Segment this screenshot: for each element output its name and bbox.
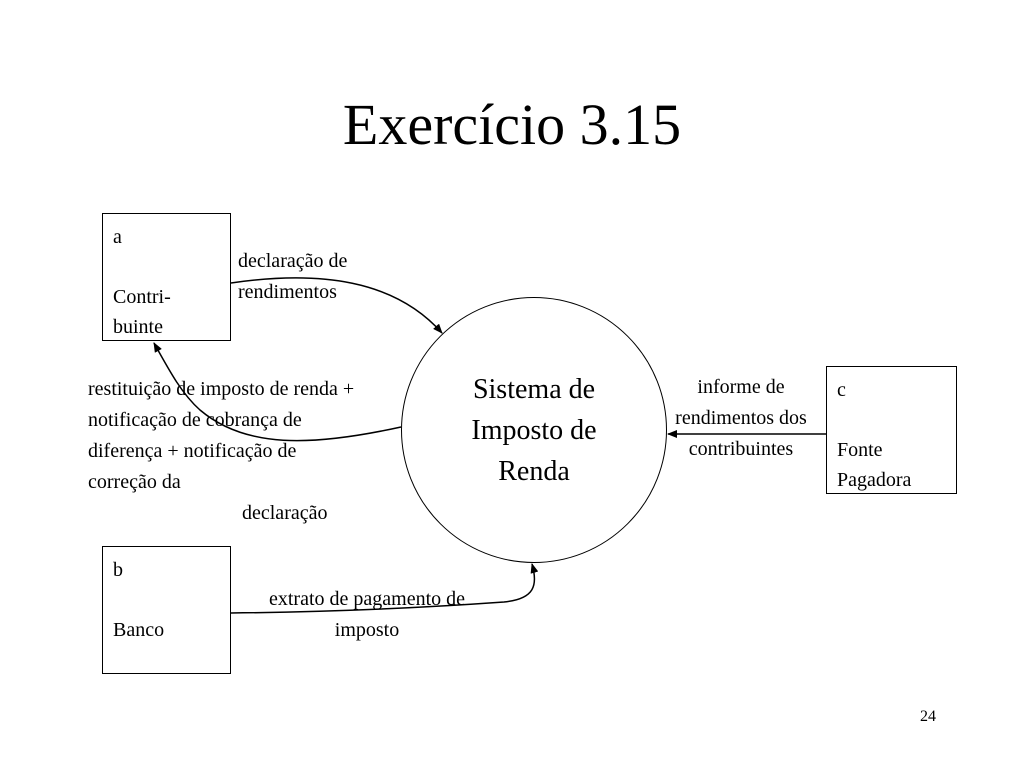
entity-label: Contri-buinte (113, 286, 171, 338)
process-label: Sistema de Imposto de Renda (471, 373, 597, 487)
entity-id: b (113, 559, 123, 581)
external-entity-banco: b Banco (102, 546, 231, 674)
flow-label-extrato: extrato de pagamento de imposto (268, 588, 466, 641)
entity-id: a (113, 226, 122, 248)
flow-label-informe: informe de rendimentos dos contribuintes (675, 376, 807, 460)
flow-label-restituicao-tail: declaração (242, 502, 328, 524)
process-sistema-imposto-renda: Sistema de Imposto de Renda (401, 297, 667, 563)
entity-label: Banco (113, 619, 165, 641)
page-number: 24 (920, 708, 936, 725)
flow-label-declaracao: declaração de rendimentos (238, 250, 348, 303)
entity-id: c (837, 379, 846, 401)
flow-arrow-restituicao (153, 342, 402, 442)
flow-arrow-declaracao (230, 277, 443, 334)
external-entity-fonte-pagadora: c Fonte Pagadora (826, 366, 957, 494)
external-entity-contribuinte: a Contri-buinte (102, 213, 231, 341)
flow-label-restituicao-main: restituição de imposto de renda + notifi… (88, 378, 355, 493)
entity-label: Fonte Pagadora (837, 439, 912, 491)
flow-label-restituicao: restituição de imposto de renda + notifi… (88, 374, 368, 529)
flow-arrow-extrato (230, 563, 539, 614)
slide-title: Exercício 3.15 (342, 92, 682, 157)
